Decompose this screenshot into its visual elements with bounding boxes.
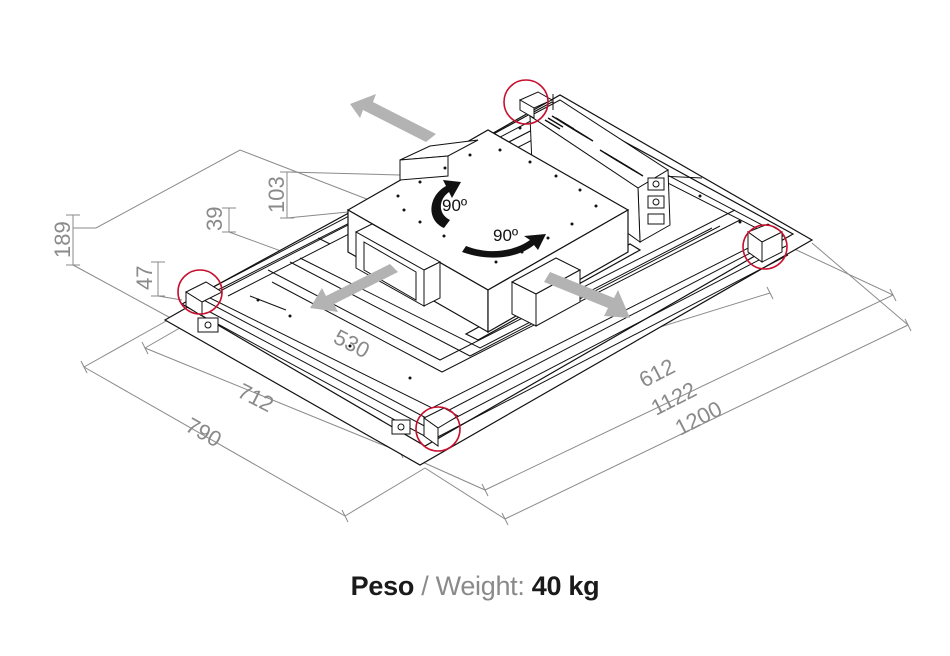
weight-caption: Peso / Weight: 40 kg	[0, 566, 950, 606]
dim-label-47: 47	[132, 266, 157, 290]
rotation-arrow-right	[462, 234, 546, 258]
highlight-corner-left	[177, 269, 223, 315]
control-box-connectors	[647, 177, 665, 225]
control-box-vents	[544, 115, 644, 177]
highlight-circles	[177, 79, 788, 452]
highlight-corner-top	[503, 79, 549, 125]
weight-value: 40 kg	[524, 571, 600, 601]
airflow-arrow-front-left	[310, 264, 398, 312]
corner-brackets	[184, 91, 784, 447]
highlight-corner-right	[742, 224, 788, 270]
duct-back	[399, 139, 479, 181]
dim-label-790: 790	[182, 413, 226, 453]
technical-drawing: 90º 90º 189 103 39 47 530 712 790 612 11…	[50, 79, 912, 526]
dim-label-189: 189	[50, 221, 75, 258]
rotation-arrows	[431, 180, 546, 258]
rotation-label-right: 90º	[493, 226, 518, 245]
airflow-arrow-back-left	[350, 94, 436, 142]
dim-label-39: 39	[202, 207, 227, 231]
dim-label-712: 712	[234, 378, 278, 417]
weight-separator: /	[414, 571, 436, 601]
highlight-corner-bottom	[415, 406, 461, 452]
weight-label-es: Peso	[350, 571, 415, 601]
airflow-arrow-front-right	[544, 272, 630, 318]
rotation-arrow-left	[431, 180, 461, 228]
weight-label-en: Weight:	[435, 571, 525, 601]
dim-label-103: 103	[264, 176, 289, 213]
rotation-label-left: 90º	[442, 196, 467, 215]
fasteners	[256, 126, 742, 380]
airflow-arrows	[310, 94, 630, 318]
